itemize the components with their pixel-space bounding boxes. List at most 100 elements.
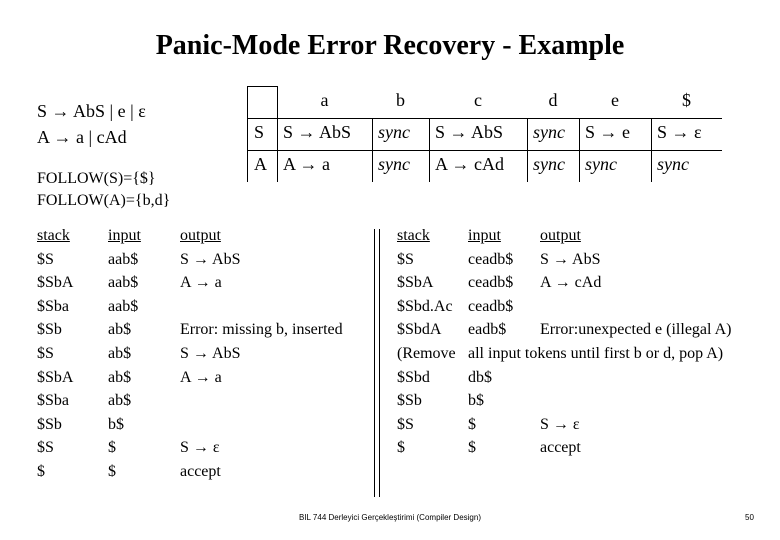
table-rule <box>372 118 373 182</box>
grammar-rule: S → AbS | e | ε <box>37 101 146 121</box>
table-header-cell: c <box>474 90 482 110</box>
trace-cell: aab$ <box>108 297 139 315</box>
trace-column-input: input ceadb$ ceadb$ ceadb$ eadb$ all input to… <box>468 224 723 460</box>
trace-cell: Error: missing b, inserted <box>180 321 343 339</box>
trace-divider <box>374 229 380 497</box>
table-header-cell: d <box>548 90 558 110</box>
follow-sets: FOLLOW(S)={$} FOLLOW(A)={b,d} <box>37 168 170 212</box>
table-entry-cell: S → ε <box>657 122 702 142</box>
trace-cell: $ <box>468 439 476 457</box>
table-rule <box>527 118 528 182</box>
trace-cell: ceadb$ <box>468 297 514 315</box>
table-rule <box>247 150 722 151</box>
trace-cell: aab$ <box>108 250 139 268</box>
table-entry-cell: sync <box>533 154 565 174</box>
table-rule <box>651 118 652 182</box>
trace-cell: $S <box>37 344 54 362</box>
trace-cell <box>540 389 731 413</box>
trace-cell: ceadb$ <box>468 274 514 292</box>
table-rule <box>277 86 278 182</box>
trace-cell: accept <box>540 439 581 457</box>
table-header-cell: $ <box>682 90 691 110</box>
trace-column-header: input <box>468 227 501 244</box>
trace-cell: $ <box>108 439 116 457</box>
trace-column-header: stack <box>37 227 70 244</box>
trace-cell: db$ <box>468 368 492 386</box>
trace-cell: $S <box>37 250 54 268</box>
trace-cell: b$ <box>468 392 484 410</box>
trace-cell: accept <box>180 462 221 480</box>
follow-set: FOLLOW(A)={b,d} <box>37 192 171 209</box>
trace-cell: $Sb <box>397 392 422 410</box>
table-entry-cell: A → cAd <box>435 154 504 174</box>
trace-cell: S → ε <box>540 415 580 433</box>
table-entry-cell: S → AbS <box>283 122 352 142</box>
trace-cell: ab$ <box>108 368 132 386</box>
trace-column-stack: stack$S$SbA$Sbd.Ac$SbdA(Remove$Sbd$Sb$S$ <box>397 224 456 460</box>
trace-cell: aab$ <box>108 274 139 292</box>
table-entry-cell: sync <box>378 154 410 174</box>
trace-column-header: stack <box>397 227 430 244</box>
trace-cell: $SbA <box>37 368 74 386</box>
table-entry-cell: A → a <box>283 154 330 174</box>
trace-column-output: output S → AbS A → cAd Error:unexpected … <box>540 224 731 460</box>
trace-cell: $SbA <box>397 274 434 292</box>
table-nonterminal-cell: S <box>254 122 265 142</box>
trace-cell: S → AbS <box>540 250 601 268</box>
table-rule <box>247 86 248 182</box>
trace-cell <box>540 295 731 319</box>
trace-column-output: output S → AbS A → a Error: missing b, ins… <box>180 224 343 484</box>
trace-cell: $Sb <box>37 415 62 433</box>
slide-title: Panic-Mode Error Recovery - Example <box>155 30 625 61</box>
trace-cell: S → AbS <box>180 344 241 362</box>
trace-cell: ceadb$ <box>468 250 514 268</box>
trace-cell: S → AbS <box>180 250 241 268</box>
trace-column-header: output <box>540 227 581 244</box>
trace-cell: ab$ <box>108 392 132 410</box>
table-entry-cell: sync <box>533 122 565 142</box>
table-rule <box>247 86 277 87</box>
trace-cell: A → cAd <box>540 274 602 292</box>
table-header-cell: a <box>320 90 329 110</box>
trace-cell: $S <box>397 415 414 433</box>
trace-cell <box>180 389 343 413</box>
trace-cell: $SbA <box>37 274 74 292</box>
table-entry-cell: sync <box>378 122 410 142</box>
table-rule <box>579 118 580 182</box>
slide-footer: BIL 744 Derleyici Gerçekleştirimi (Compi… <box>299 513 481 522</box>
trace-cell: ab$ <box>108 321 132 339</box>
table-entry-cell: S → AbS <box>435 122 504 142</box>
trace-column-input: input aab$ aab$ aab$ ab$ ab$ ab$ ab$ b$ $ $ <box>108 224 141 484</box>
follow-set: FOLLOW(S)={$} <box>37 170 156 187</box>
trace-cell <box>540 342 731 366</box>
trace-cell: $Sba <box>37 392 69 410</box>
trace-cell: ab$ <box>108 344 132 362</box>
trace-cell: $Sbd <box>397 368 430 386</box>
trace-cell <box>540 366 731 390</box>
trace-cell: $SbdA <box>397 321 442 339</box>
trace-cell: $ <box>108 462 116 480</box>
trace-column-header: output <box>180 227 221 244</box>
trace-cell: A → a <box>180 274 222 292</box>
trace-cell: $ <box>397 439 405 457</box>
grammar-rules: S → AbS | e | ε A → a | cAd <box>37 98 146 150</box>
trace-cell: $S <box>37 439 54 457</box>
table-rule <box>429 118 430 182</box>
trace-cell: $ <box>468 415 476 433</box>
table-header-cell: b <box>396 90 405 110</box>
trace-cell: S → ε <box>180 439 220 457</box>
page-number: 50 <box>745 513 754 522</box>
table-rule <box>247 118 722 119</box>
trace-column-header: input <box>108 227 141 244</box>
trace-cell: A → a <box>180 368 222 386</box>
trace-cell: eadb$ <box>468 321 507 339</box>
trace-cell: all input tokens until first b or d, pop… <box>468 344 724 362</box>
parse-trace-right: stack$S$SbA$Sbd.Ac$SbdA(Remove$Sbd$Sb$S$… <box>397 224 767 474</box>
trace-cell: b$ <box>108 415 124 433</box>
trace-column-stack: stack$S$SbA$Sba$Sb$S$SbA$Sba$Sb$S$ <box>37 224 73 484</box>
table-header-cell: e <box>611 90 619 110</box>
trace-cell: (Remove <box>397 344 456 362</box>
trace-cell: $ <box>37 462 45 480</box>
